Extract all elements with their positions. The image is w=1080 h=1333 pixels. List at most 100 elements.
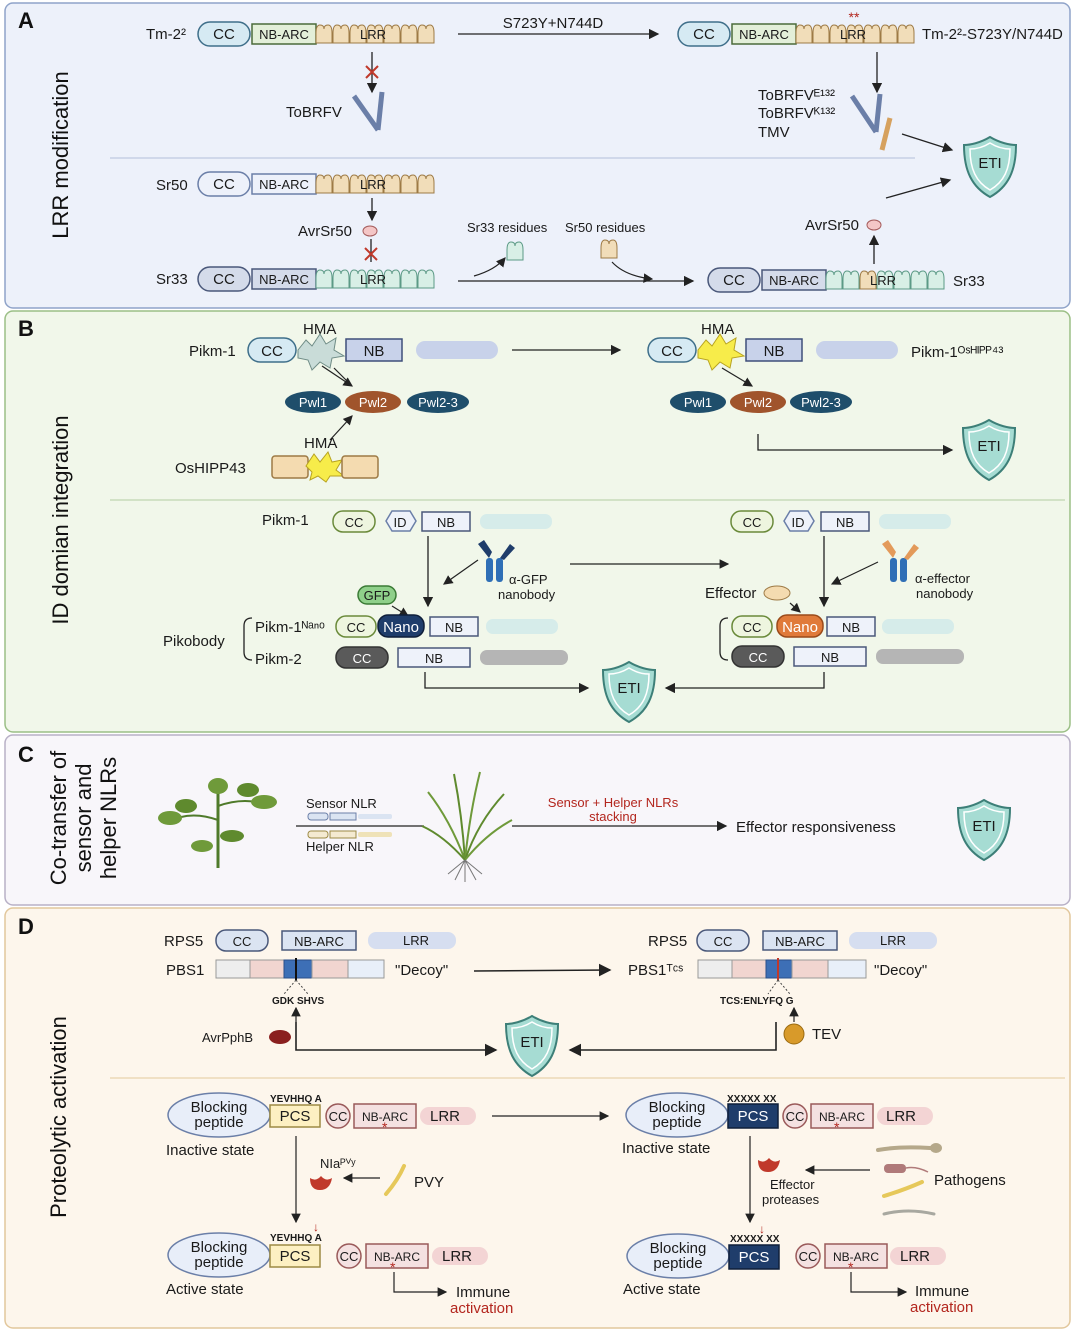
panel-c-side-label-2: sensor and	[71, 764, 96, 873]
sr33-label: Sr33	[156, 271, 188, 288]
pwl2-label: Pwl2	[359, 395, 387, 410]
hma-domain	[297, 333, 346, 371]
x-mark-icon	[333, 367, 347, 381]
cleavage-site	[767, 979, 791, 995]
oshipp43-domain	[271, 455, 309, 479]
arrow-icon	[393, 1272, 448, 1297]
lrr-domain	[420, 1107, 476, 1125]
blocking-label-2: peptide	[194, 1254, 243, 1271]
lrr-domain	[480, 514, 552, 529]
nb-domain	[820, 511, 870, 532]
pwl23-label: Pwl2-3	[801, 395, 841, 410]
cc-domain	[325, 1103, 351, 1129]
inactive-label: Inactive state	[166, 1142, 254, 1159]
cc-label: CC	[786, 1109, 805, 1124]
nanobody-icon	[478, 540, 515, 582]
pwl23-badge	[790, 391, 852, 413]
pikm1-label: Pikm-1	[262, 512, 309, 529]
cc-domain	[197, 171, 251, 197]
nano-label: Nano	[383, 619, 419, 636]
tobrfv-e-label: ToBRFVᴱ¹³²	[758, 87, 835, 104]
mutation-star: *	[848, 1259, 854, 1275]
lrr-label: LRR	[360, 272, 386, 287]
tev-icon	[783, 1023, 805, 1045]
pwl1-label: Pwl1	[299, 395, 327, 410]
cc-domain	[731, 615, 773, 638]
lrr-domain	[432, 1247, 488, 1265]
avrpphb-icon	[269, 1030, 291, 1044]
lrr-label: LRR	[360, 27, 386, 42]
lrr-label: LRR	[880, 933, 906, 948]
seq-label: YEVHHQ A	[270, 1233, 322, 1244]
decoy-label: "Decoy"	[874, 962, 927, 979]
virus-icon	[384, 1164, 406, 1196]
wheat-plant-icon	[421, 771, 513, 882]
nb-label: NB	[425, 651, 443, 666]
cc-domain	[707, 267, 761, 293]
rps5-label: RPS5	[164, 933, 203, 950]
nbarc-label: NB-ARC	[819, 1110, 865, 1124]
pcs-domain	[269, 1244, 321, 1268]
lrr-label: LRR	[430, 1108, 460, 1125]
arrow-icon	[885, 177, 952, 199]
mutation-label: S723Y+N744D	[503, 15, 604, 32]
tmv-label: TMV	[758, 124, 790, 141]
virus-rod-icon	[849, 93, 893, 151]
pcs-label: PCS	[280, 1108, 311, 1125]
arrow-icon	[424, 672, 590, 694]
pwl2-label: Pwl2	[744, 395, 772, 410]
panel-d-side-label: Proteolytic activation	[46, 1016, 71, 1218]
panel-b-side-label: ID domian integration	[48, 415, 73, 624]
blocking-label-1: Blocking	[650, 1240, 707, 1257]
arrow-icon	[664, 672, 825, 694]
cc-label: CC	[233, 934, 252, 949]
mutation-star: *	[834, 1119, 840, 1135]
nano-domain	[776, 614, 824, 638]
id-label: ID	[792, 515, 805, 530]
sr33-residues-label: Sr33 residues	[467, 220, 548, 235]
cc-label: CC	[213, 271, 235, 288]
avrpphb-label: AvrPphB	[202, 1030, 253, 1045]
arrow-icon	[850, 1272, 908, 1297]
seq-label: YEVHHQ A	[270, 1094, 322, 1105]
pwl23-label: Pwl2-3	[418, 395, 458, 410]
seq-label: XXXXX XX	[730, 1234, 780, 1245]
nbarc-label: NB-ARC	[362, 1110, 408, 1124]
bracket	[719, 617, 729, 661]
eti-label: ETI	[977, 438, 1000, 455]
blocking-label-2: peptide	[194, 1114, 243, 1131]
tobrfv-label: ToBRFV	[286, 104, 342, 121]
hma-domain	[697, 333, 746, 371]
x-mark-icon	[365, 65, 379, 79]
pbs1-tcs-label: PBS1ᵀᶜˢ	[628, 962, 683, 979]
cc-label: CC	[661, 343, 683, 360]
nbarc-label: NB-ARC	[374, 1250, 420, 1264]
nb-label: NB	[821, 650, 839, 665]
sensor-nlr-label: Sensor NLR	[306, 796, 377, 811]
immune-label: Immune	[456, 1284, 510, 1301]
virus-rod-icon	[351, 91, 385, 132]
nbarc-label: NB-ARC	[769, 273, 819, 288]
nanobody-label: nanobody	[498, 587, 556, 602]
activation-label: activation	[910, 1299, 973, 1316]
cc-domain	[335, 646, 389, 669]
cc-domain	[647, 337, 697, 363]
arrow-icon	[295, 1022, 498, 1057]
pcs-label: PCS	[280, 1248, 311, 1265]
nla-label: NIaᴾⱽʸ	[320, 1156, 356, 1171]
nb-domain	[429, 616, 479, 637]
cc-label: CC	[743, 515, 762, 530]
nb-domain	[397, 647, 471, 668]
cc-label: CC	[347, 620, 366, 635]
lrr-label: LRR	[900, 1248, 930, 1265]
tomato-plant-icon	[158, 778, 277, 868]
nbarc-domain	[365, 1243, 429, 1269]
cc-domain	[197, 266, 251, 292]
pbs1-tcs-bar	[697, 958, 867, 980]
arrow-icon	[721, 367, 754, 387]
sensor-nlr-icon	[307, 812, 392, 821]
cleavage-arrow: ↓	[759, 1222, 765, 1236]
eti-label: ETI	[520, 1034, 543, 1051]
oshipp43-label: OsHIPP43	[175, 460, 246, 477]
active-label: Active state	[166, 1281, 244, 1298]
